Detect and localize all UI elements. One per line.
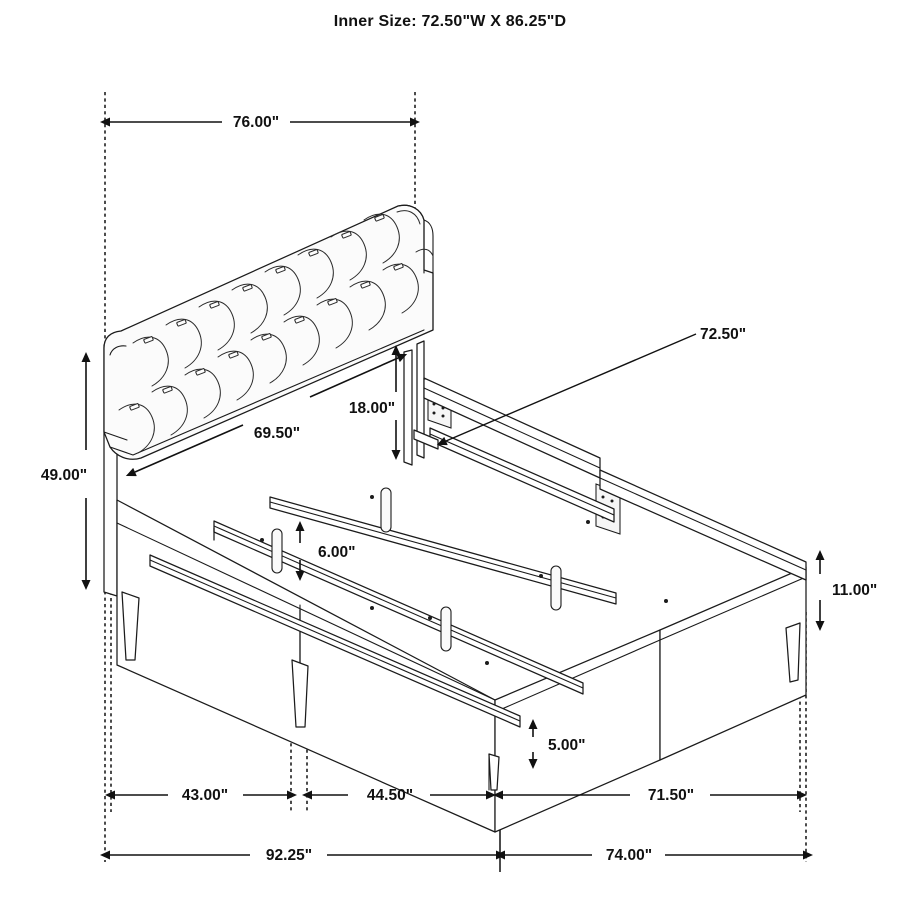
dim-92-25-group: 92.25" <box>100 847 506 864</box>
footboard-panel <box>494 566 807 833</box>
dim-69-50-group: 69.50" <box>125 353 408 477</box>
dim-71-50-group: 71.50" <box>493 787 807 804</box>
dim-6-label: 6.00" <box>318 544 356 561</box>
page-title: Inner Size: 72.50"W X 86.25"D <box>333 13 567 30</box>
tufting-pattern <box>118 210 434 454</box>
slat-rails <box>149 554 521 728</box>
dim-74-label: 74.00" <box>606 847 652 864</box>
dim-74-group: 74.00" <box>495 847 813 864</box>
support-legs <box>271 487 562 652</box>
dim-49-label: 49.00" <box>41 467 87 484</box>
dim-6-group: 6.00" <box>295 521 356 581</box>
dim-92-25-label: 92.25" <box>266 847 312 864</box>
rail-fasteners <box>260 495 668 665</box>
dim-18-group: 18.00" <box>349 345 401 460</box>
dim-5-label: 5.00" <box>548 737 586 754</box>
upper-slat-rail <box>413 427 615 523</box>
dim-72-50-label: 72.50" <box>700 326 746 343</box>
dim-11-group: 11.00" <box>815 550 877 631</box>
dim-71-50-label: 71.50" <box>648 787 694 804</box>
dim-43-group: 43.00" <box>105 787 297 804</box>
dim-43-label: 43.00" <box>182 787 228 804</box>
dim-44-50-group: 44.50" <box>302 787 496 804</box>
dim-76-label: 76.00" <box>233 114 279 131</box>
dim-76-group: 76.00" <box>100 114 420 131</box>
dim-18-label: 18.00" <box>349 400 395 417</box>
dim-11-label: 11.00" <box>832 582 877 599</box>
dim-72-50-group: 72.50" <box>436 326 746 446</box>
tuft-buttons <box>129 214 404 411</box>
dim-69-50-label: 69.50" <box>254 425 300 442</box>
dim-44-50-label: 44.50" <box>367 787 413 804</box>
headboard-right-post <box>403 340 425 466</box>
dim-49-group: 49.00" <box>41 352 91 590</box>
dim-5-group: 5.00" <box>528 719 586 769</box>
corner-legs <box>121 591 801 791</box>
bed-illustration <box>103 204 807 833</box>
right-side-rail <box>599 469 807 581</box>
headboard-panel <box>103 204 434 460</box>
